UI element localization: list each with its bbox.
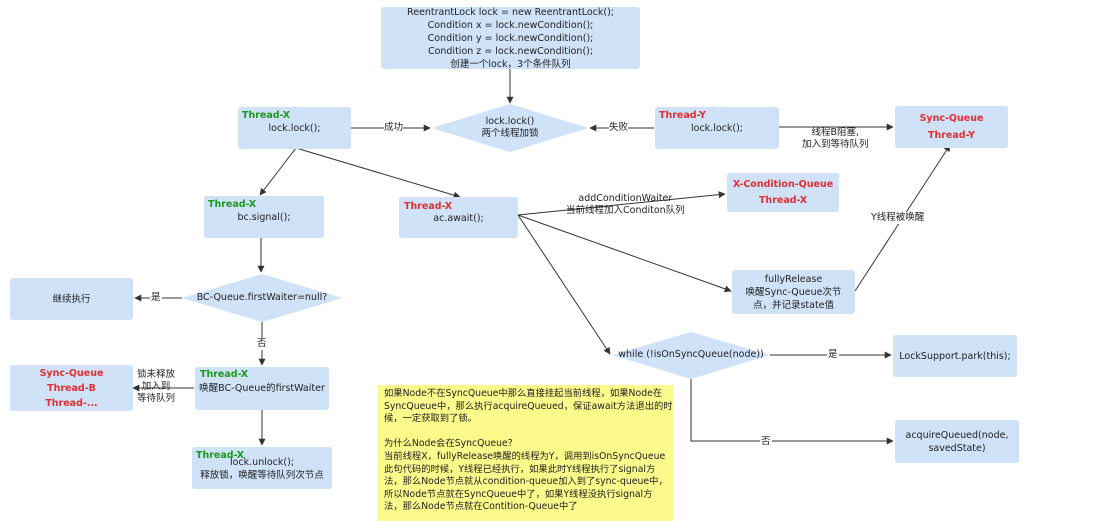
fully-release-box: fullyRelease 唤醒Sync-Queue次节 点，并记录state值 — [732, 270, 855, 314]
label-thread-b-blocked-line-1: 线程B阻塞, — [811, 127, 860, 138]
thread-x-await-title: Thread-X — [404, 201, 453, 212]
note-line-3: 候，一定获取到了锁。 — [384, 413, 477, 425]
label-success: 成功 — [384, 122, 404, 134]
thread-y-lock-box: Thread-Y lock.lock(); — [655, 107, 779, 149]
init-line-2: Condition x = lock.newCondition(); — [427, 19, 594, 31]
thread-x-unlock-line-1: lock.unlock(); — [229, 457, 295, 468]
acquire-queued-line-1: acquireQueued(node, — [905, 429, 1009, 441]
label-no-acquire: 否 — [760, 436, 772, 448]
label-fail: 失败 — [609, 122, 629, 134]
label-lock-not-released: 锁未释放 加入到 等待队列 — [137, 369, 175, 405]
label-lock-not-released-line-3: 等待队列 — [137, 393, 176, 404]
init-line-3: Condition y = lock.newCondition(); — [427, 32, 594, 44]
thread-x-unlock-box: Thread-X lock.unlock(); 释放锁，唤醒等待队列次节点 — [192, 447, 332, 489]
lock-support-park-text: LockSupport.park(this); — [899, 350, 1011, 362]
acquire-queued-line-2: savedState) — [928, 442, 986, 454]
label-add-condition-waiter-line-1: addConditionWaiter — [578, 193, 673, 204]
thread-x-await-text: ac.await(); — [433, 213, 484, 224]
continue-exec-box: 继续执行 — [10, 278, 133, 320]
thread-x-signal-title: Thread-X — [208, 199, 257, 210]
x-condition-queue-item: Thread-X — [758, 195, 808, 206]
first-waiter-decision-text: BC-Queue.firstWaiter=null? — [196, 292, 328, 303]
sync-queue-top-box: Sync-Queue Thread-Y — [895, 106, 1008, 148]
lock-decision-line-1: lock.lock() — [485, 116, 535, 127]
label-add-condition-waiter: addConditionWaiter 当前线程加入Conditon队列 — [566, 193, 685, 217]
edge-threadx-to-signal — [259, 147, 297, 196]
note-line-7: 此句代码的时候，Y线程已经执行，如果此时Y线程执行了signal方 — [384, 463, 656, 475]
label-thread-b-blocked-line-2: 加入到等待队列 — [802, 139, 869, 150]
lock-decision-text: lock.lock() 两个线程加锁 — [440, 116, 580, 140]
note-line-9: 所以Node节点就在SyncQueue中了，如果Y线程没执行signal方 — [384, 488, 653, 500]
thread-x-lock-text: lock.lock(); — [268, 123, 321, 134]
thread-x-wake-box: Thread-X 唤醒BC-Queue的firstWaiter — [195, 367, 329, 410]
edge-await-to-fullyrelease — [517, 214, 732, 293]
label-thread-b-blocked: 线程B阻塞, 加入到等待队列 — [802, 127, 869, 151]
edge-await-to-condqueue — [517, 191, 726, 216]
label-no-wake: 否 — [256, 338, 268, 350]
explanation-note: 如果Node不在SyncQueue中那么直接挂起当前线程，如果Node在 Syn… — [378, 385, 673, 521]
x-condition-queue-title: X-Condition-Queue — [732, 179, 834, 190]
label-lock-not-released-line-1: 锁未释放 — [137, 369, 176, 380]
init-box: ReentrantLock lock = new ReentrantLock()… — [381, 6, 640, 70]
fully-release-line-1: fullyRelease — [764, 273, 823, 285]
edge-await-to-while — [517, 214, 611, 355]
thread-x-unlock-title: Thread-X — [196, 450, 245, 461]
note-line-2: SyncQueue中，那么执行acquireQueued，保证await方法退出… — [384, 400, 673, 412]
label-yes-park: 是 — [827, 349, 839, 361]
thread-x-unlock-line-2: 释放锁，唤醒等待队列次节点 — [200, 470, 324, 481]
edge-threadx-to-await — [295, 147, 461, 199]
edge-while-to-acquire — [690, 379, 894, 445]
first-waiter-decision-diamond — [182, 274, 342, 322]
note-line-10: 法，那么Node节点就在Contition-Queue中了 — [384, 501, 578, 513]
while-decision-diamond — [612, 332, 770, 379]
lock-decision-diamond — [432, 104, 588, 152]
sync-queue-top-item: Thread-Y — [927, 130, 975, 141]
x-condition-queue-box: X-Condition-Queue Thread-X — [727, 173, 839, 212]
lock-support-park-box: LockSupport.park(this); — [893, 335, 1017, 377]
acquire-queued-box: acquireQueued(node, savedState) — [895, 420, 1019, 463]
fully-release-line-2: 唤醒Sync-Queue次节 — [745, 286, 842, 298]
thread-y-lock-text: lock.lock(); — [691, 123, 743, 134]
sync-queue-left-item-2: Thread-... — [45, 397, 98, 409]
label-y-awakened: Y线程被唤醒 — [871, 212, 925, 224]
thread-x-wake-text: 唤醒BC-Queue的firstWaiter — [199, 383, 325, 394]
label-lock-not-released-line-2: 加入到 — [141, 381, 171, 392]
thread-y-lock-title: Thread-Y — [659, 110, 707, 121]
thread-x-await-box: Thread-X ac.await(); — [399, 197, 518, 238]
label-yes-continue: 是 — [150, 292, 162, 304]
label-add-condition-waiter-line-2: 当前线程加入Conditon队列 — [566, 205, 685, 216]
note-line-5: 为什么Node会在SyncQueue? — [384, 438, 513, 450]
thread-x-signal-box: Thread-X bc.signal(); — [204, 196, 324, 238]
note-line-1: 如果Node不在SyncQueue中那么直接挂起当前线程，如果Node在 — [384, 388, 663, 399]
note-line-8: 法，那么Node节点就从condition-queue加入到了sync-queu… — [384, 476, 668, 488]
init-line-1: ReentrantLock lock = new ReentrantLock()… — [407, 6, 614, 18]
note-line-4 — [384, 426, 667, 439]
sync-queue-left-item-1: Thread-B — [47, 382, 96, 394]
lock-decision-line-2: 两个线程加锁 — [481, 128, 539, 139]
continue-exec-text: 继续执行 — [52, 293, 91, 305]
while-decision-text: while (!isOnSyncQueue(node)) — [618, 349, 764, 360]
sync-queue-top-title: Sync-Queue — [919, 113, 984, 124]
sync-queue-left-box: Sync-Queue Thread-B Thread-... — [10, 365, 133, 411]
note-line-6: 当前线程X，fullyRelease唤醒的线程为Y，调用到isOnSyncQue… — [384, 450, 666, 462]
thread-x-signal-text: bc.signal(); — [237, 212, 291, 223]
sync-queue-left-title: Sync-Queue — [39, 367, 104, 379]
init-line-4: Condition z = lock.newCondition(); — [427, 45, 594, 57]
thread-x-wake-title: Thread-X — [200, 369, 249, 380]
thread-x-lock-box: Thread-X lock.lock(); — [238, 107, 351, 149]
fully-release-line-3: 点，并记录state值 — [752, 299, 835, 311]
init-line-5: 创建一个lock，3个条件队列 — [450, 58, 571, 70]
thread-x-lock-title: Thread-X — [242, 110, 291, 121]
